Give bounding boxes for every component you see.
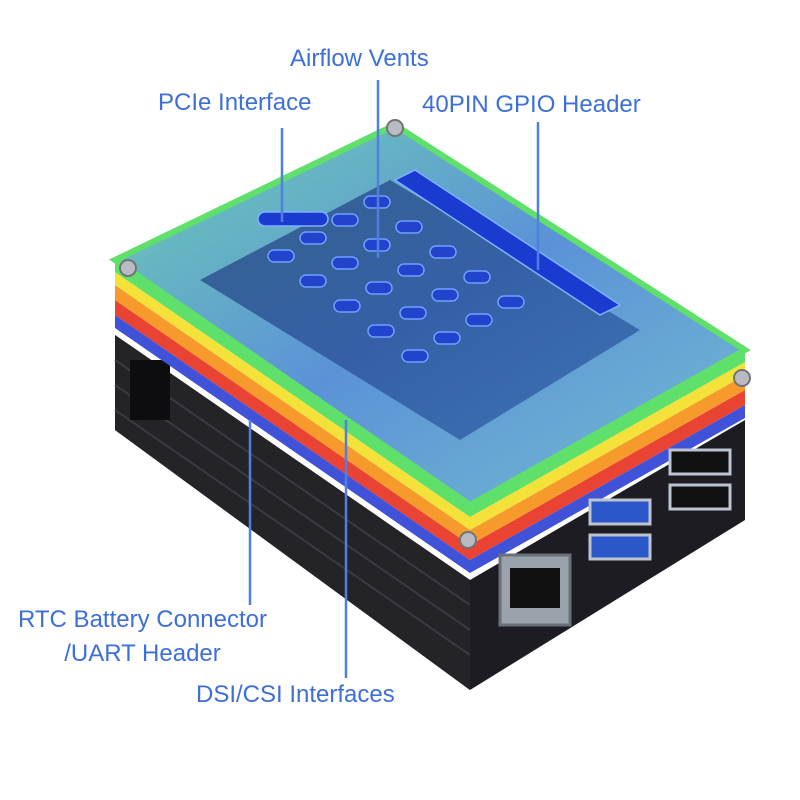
pcie-interface-label: PCIe Interface bbox=[158, 89, 312, 116]
screws bbox=[119, 119, 751, 549]
usb-ports bbox=[588, 448, 732, 561]
rtc-label-line1: RTC Battery Connector bbox=[18, 606, 267, 633]
black-base-layers bbox=[114, 335, 745, 690]
pcie-slot bbox=[257, 211, 329, 227]
rtc-label-line2: /UART Header bbox=[64, 640, 221, 667]
airflow-vents-label: Airflow Vents bbox=[290, 45, 429, 72]
dsi-csi-label: DSI/CSI Interfaces bbox=[196, 681, 395, 708]
airflow-vents bbox=[267, 195, 525, 363]
gpio-header-label: 40PIN GPIO Header bbox=[422, 91, 641, 118]
leader-lines bbox=[248, 80, 540, 678]
rtc-uart-label: RTC Battery Connector /UART Header bbox=[18, 603, 267, 671]
gpio-slot bbox=[393, 169, 622, 316]
